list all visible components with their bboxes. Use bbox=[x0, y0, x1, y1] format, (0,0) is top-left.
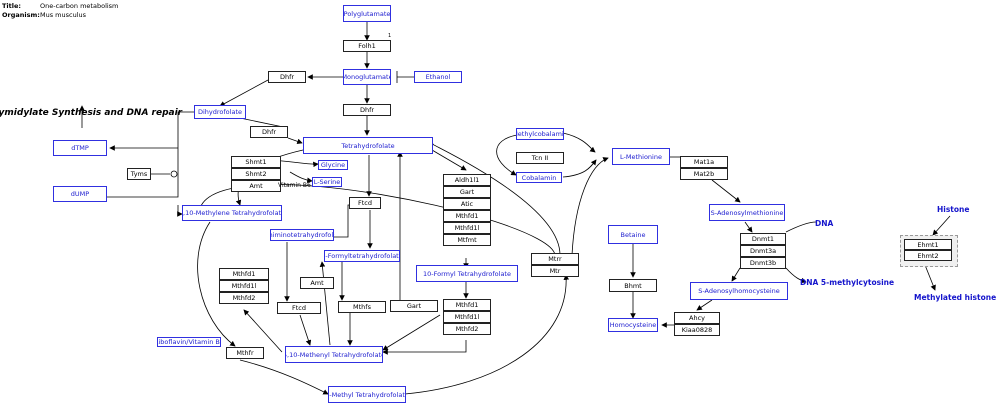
metabolite-polyglutamate[interactable]: Polyglutamate bbox=[343, 5, 391, 22]
pathway-title: One-carbon metabolism bbox=[40, 2, 119, 10]
gene-aldh1l1[interactable]: Aldh1l1 bbox=[443, 174, 491, 186]
metabolite-sam[interactable]: S-Adenosylmethionine bbox=[709, 204, 785, 221]
gene-tcn2[interactable]: Tcn II bbox=[516, 152, 564, 164]
gene-mat2b[interactable]: Mat2b bbox=[680, 168, 728, 180]
metabolite-sah[interactable]: S-Adenosylhomocysteine bbox=[690, 282, 788, 300]
gene-shmt1[interactable]: Shmt1 bbox=[231, 156, 281, 168]
gene-mat1a[interactable]: Mat1a bbox=[680, 156, 728, 168]
gene-ahcy[interactable]: Ahcy bbox=[674, 312, 720, 324]
metabolite-dihydrofolate[interactable]: Dihydrofolate bbox=[194, 105, 246, 119]
metabolite-methylene-thf[interactable]: 5,10-Methylene Tetrahydrofolate bbox=[182, 205, 282, 221]
metabolite-tetrahydrofolate[interactable]: Tetrahydrofolate bbox=[303, 137, 433, 154]
gene-mthfr[interactable]: Mthfr bbox=[226, 347, 264, 359]
gene-ehmt2[interactable]: Ehmt2 bbox=[904, 250, 952, 261]
header-organism-row: Organism:Mus musculus bbox=[2, 11, 86, 19]
pathway-label-thymidylate[interactable]: Thymidylate Synthesis and DNA repair bbox=[0, 108, 183, 118]
gene-atic[interactable]: Atic bbox=[443, 198, 491, 210]
title-key: Title: bbox=[2, 2, 22, 10]
gene-tyms[interactable]: Tyms bbox=[127, 168, 151, 180]
gene-mthfd1l-mid[interactable]: Mthfd1l bbox=[443, 222, 491, 234]
header-title-row: Title: One-carbon metabolism bbox=[2, 2, 118, 10]
gene-mtr[interactable]: Mtr bbox=[531, 265, 579, 277]
metabolite-cobalamin[interactable]: Cobalamin bbox=[516, 172, 562, 183]
metabolite-l-serine[interactable]: L-Serine bbox=[312, 177, 342, 187]
metabolite-riboflavin[interactable]: Riboflavin/Vitamin B2 bbox=[157, 337, 221, 347]
gene-mthfd2-left[interactable]: Mthfd2 bbox=[219, 292, 269, 304]
metabolite-formimino-thf[interactable]: 5-Formiminotetrahydrofolic acid bbox=[270, 229, 334, 241]
gene-mthfs[interactable]: Mthfs bbox=[338, 301, 386, 313]
gene-dnmt3a[interactable]: Dnmt3a bbox=[740, 245, 786, 257]
metabolite-homocysteine[interactable]: Homocysteine bbox=[608, 318, 658, 332]
label-vitamin-b6: Vitamin B6 bbox=[278, 182, 311, 189]
gene-bhmt[interactable]: Bhmt bbox=[609, 279, 657, 292]
organism-key: Organism: bbox=[2, 11, 40, 19]
label-dna: DNA bbox=[815, 219, 834, 228]
metabolite-dtmp[interactable]: dTMP bbox=[53, 140, 107, 156]
gene-amt[interactable]: Amt bbox=[231, 180, 281, 192]
gene-mthfd1l-right[interactable]: Mthfd1l bbox=[443, 311, 491, 323]
metabolite-l-methionine[interactable]: L-Methionine bbox=[612, 148, 670, 165]
gene-mthfd2-right[interactable]: Mthfd2 bbox=[443, 323, 491, 335]
gene-dnmt3b[interactable]: Dnmt3b bbox=[740, 257, 786, 269]
metabolite-5-formyl-thf[interactable]: 5-Formyltetrahydrofolate bbox=[324, 250, 400, 262]
gene-gart-lower[interactable]: Gart bbox=[390, 300, 438, 312]
gene-kiaa0828[interactable]: Kiaa0828 bbox=[674, 324, 720, 336]
gene-shmt2[interactable]: Shmt2 bbox=[231, 168, 281, 180]
gene-dhfr-top[interactable]: Dhfr bbox=[268, 71, 306, 83]
gene-dhfr-center[interactable]: Dhfr bbox=[343, 104, 391, 116]
gene-mthfd1-left[interactable]: Mthfd1 bbox=[219, 268, 269, 280]
gene-mthfd1l-left[interactable]: Mthfd1l bbox=[219, 280, 269, 292]
tick-label: 1 bbox=[388, 33, 392, 39]
metabolite-10-formyl-thf[interactable]: 10-Formyl Tetrahydrofolate bbox=[416, 265, 518, 282]
gene-mthfd1-mid[interactable]: Mthfd1 bbox=[443, 210, 491, 222]
gene-folh1[interactable]: Folh1 bbox=[343, 40, 391, 52]
metabolite-dump[interactable]: dUMP bbox=[53, 186, 107, 202]
gene-mtrr[interactable]: Mtrr bbox=[531, 253, 579, 265]
metabolite-glycine[interactable]: Glycine bbox=[318, 160, 348, 170]
gene-ftcd-top[interactable]: Ftcd bbox=[349, 197, 381, 209]
label-dna-5-methylcytosine: DNA 5-methylcytosine bbox=[800, 278, 895, 287]
organism-name: Mus musculus bbox=[40, 11, 87, 19]
gene-dnmt1[interactable]: Dnmt1 bbox=[740, 233, 786, 245]
gene-dhfr-left[interactable]: Dhfr bbox=[250, 126, 288, 138]
metabolite-methylcobalamin[interactable]: Methylcobalamin bbox=[516, 128, 564, 140]
gene-mtfmt[interactable]: Mtfmt bbox=[443, 234, 491, 246]
metabolite-methenyl-thf[interactable]: 5,10-Methenyl Tetrahydrofolate bbox=[285, 346, 383, 363]
metabolite-methyl-thf[interactable]: 5-Methyl Tetrahydrofolate bbox=[328, 386, 406, 403]
label-histone: Histone bbox=[937, 205, 970, 214]
metabolite-ethanol[interactable]: Ethanol bbox=[414, 71, 462, 83]
gene-amt-lower[interactable]: Amt bbox=[300, 277, 334, 289]
gene-ehmt1[interactable]: Ehmt1 bbox=[904, 239, 952, 250]
metabolite-monoglutamate[interactable]: Monoglutamate bbox=[343, 69, 391, 85]
label-methylated-histone: Methylated histone bbox=[914, 293, 997, 302]
metabolite-betaine[interactable]: Betaine bbox=[608, 225, 658, 244]
gene-mthfd1-right[interactable]: Mthfd1 bbox=[443, 299, 491, 311]
gene-gart[interactable]: Gart bbox=[443, 186, 491, 198]
gene-ftcd-lower[interactable]: Ftcd bbox=[277, 302, 321, 314]
